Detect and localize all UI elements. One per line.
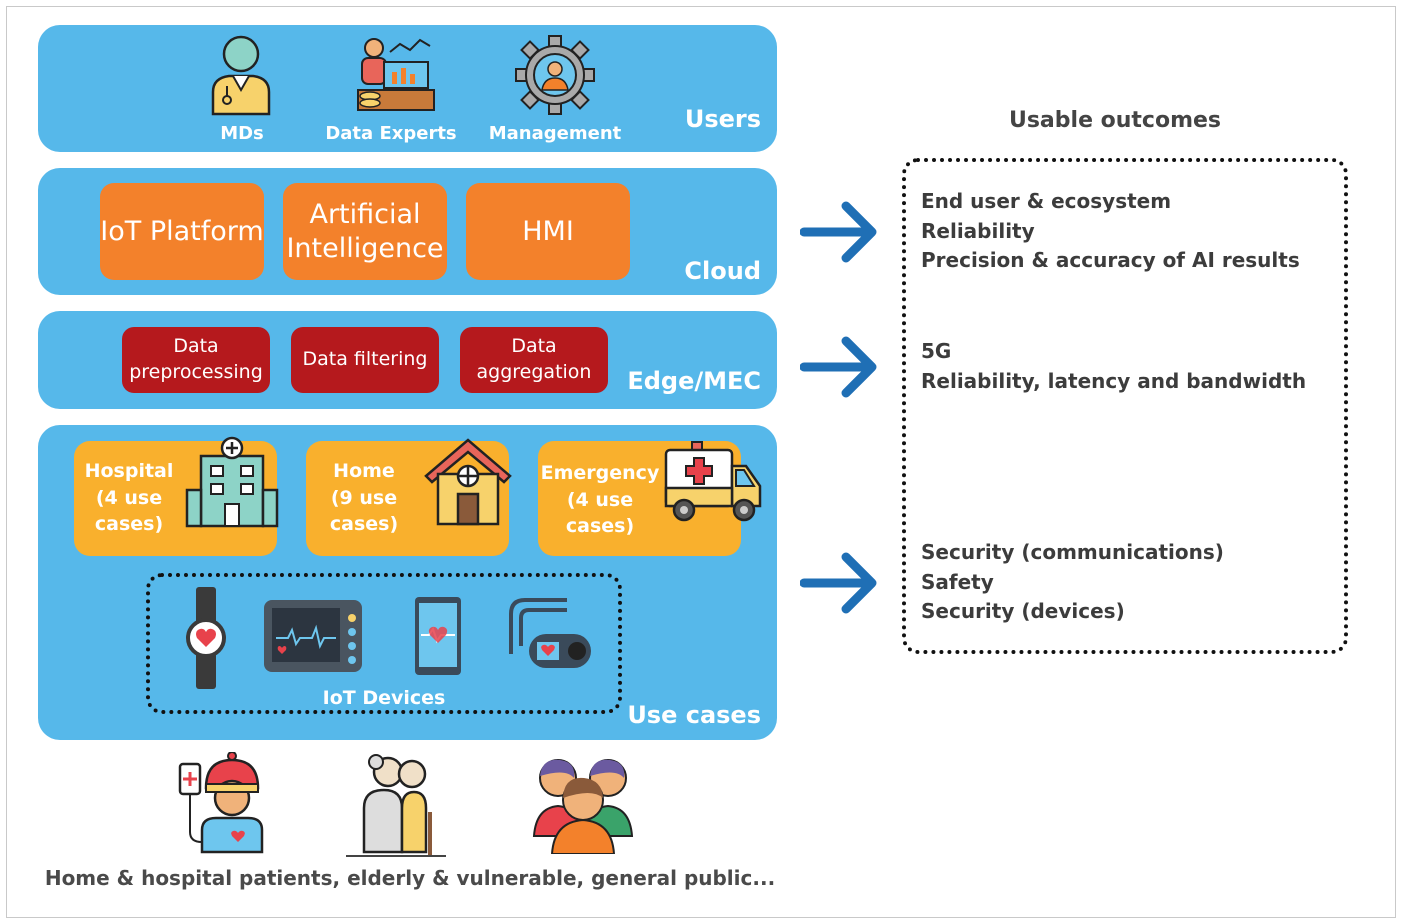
outcomes-box bbox=[902, 158, 1348, 654]
management-gear-icon bbox=[515, 35, 595, 115]
users-layer: Users bbox=[38, 25, 777, 152]
users-item-management: Management bbox=[488, 123, 622, 144]
emergency-usecase-label: Emergency (4 use cases) bbox=[540, 460, 660, 540]
outcome-item: Security (communications) bbox=[921, 540, 1224, 564]
cloud-layer-label: Cloud bbox=[684, 257, 761, 285]
group-people-icon bbox=[532, 759, 634, 854]
use-cases-layer-label: Use cases bbox=[627, 701, 761, 729]
outcome-item: Precision & accuracy of AI results bbox=[921, 248, 1300, 272]
ai-label-line2: Intelligence bbox=[286, 232, 444, 264]
aggregation-line2: aggregation bbox=[476, 361, 592, 383]
smartwatch-icon bbox=[186, 587, 226, 689]
preprocessing-line2: preprocessing bbox=[129, 361, 263, 383]
hospital-line2: (4 use bbox=[95, 486, 163, 509]
data-preprocessing-box: Data preprocessing bbox=[122, 327, 270, 393]
arrow-right-icon bbox=[800, 552, 877, 614]
iot-platform-label: IoT Platform bbox=[100, 215, 264, 247]
outcome-item: 5G bbox=[921, 339, 952, 363]
outcome-item: Reliability, latency and bandwidth bbox=[921, 368, 1307, 393]
home-line3: cases) bbox=[329, 513, 399, 536]
users-layer-label: Users bbox=[684, 105, 761, 133]
outcome-group-security: Security (communications) Safety Securit… bbox=[921, 538, 1224, 627]
child-patient-icon bbox=[178, 752, 264, 854]
elderly-couple-icon bbox=[346, 754, 446, 857]
emergency-line3: cases) bbox=[565, 515, 635, 538]
iot-devices-label: IoT Devices bbox=[322, 687, 446, 709]
arrow-right-icon bbox=[800, 201, 877, 263]
outcome-item: Safety bbox=[921, 569, 994, 594]
patient-monitor-icon bbox=[264, 600, 362, 672]
outcome-item: Reliability bbox=[921, 218, 1035, 243]
iot-devices-box bbox=[146, 573, 622, 714]
wearable-sensor-icon bbox=[509, 598, 591, 668]
preprocessing-line1: Data bbox=[173, 335, 219, 358]
home-line2: (9 use bbox=[330, 486, 398, 509]
filtering-label: Data filtering bbox=[302, 348, 428, 371]
hmi-box: HMI bbox=[466, 183, 630, 280]
data-filtering-box: Data filtering bbox=[291, 327, 439, 393]
users-item-data-experts: Data Experts bbox=[325, 123, 457, 144]
hospital-usecase-label: Hospital (4 use cases) bbox=[80, 458, 178, 538]
hospital-line3: cases) bbox=[94, 513, 164, 536]
data-expert-icon bbox=[357, 38, 435, 111]
hospital-line1: Hospital bbox=[84, 460, 174, 482]
hospital-building-icon bbox=[185, 436, 279, 528]
smartphone-icon bbox=[415, 597, 461, 675]
home-usecase-label: Home (9 use cases) bbox=[318, 458, 410, 538]
artificial-intelligence-box: Artificial Intelligence bbox=[283, 183, 447, 280]
hmi-label: HMI bbox=[522, 215, 574, 247]
outcome-group-ecosystem: End user & ecosystem Reliability Precisi… bbox=[921, 187, 1300, 276]
bottom-caption: Home & hospital patients, elderly & vuln… bbox=[44, 866, 776, 890]
emergency-line1: Emergency bbox=[540, 462, 660, 484]
outcomes-title: Usable outcomes bbox=[1008, 108, 1222, 133]
aggregation-line1: Data bbox=[511, 335, 557, 358]
iot-platform-box: IoT Platform bbox=[100, 183, 264, 280]
outcome-group-5g: 5G Reliability, latency and bandwidth bbox=[921, 337, 1306, 396]
data-aggregation-box: Data aggregation bbox=[460, 327, 608, 393]
figure-frame bbox=[6, 6, 1396, 918]
doctor-icon bbox=[211, 35, 271, 116]
outcome-item: End user & ecosystem bbox=[921, 189, 1172, 213]
outcome-item: Security (devices) bbox=[921, 599, 1125, 623]
ai-label-line1: Artificial bbox=[309, 198, 421, 230]
edge-layer-label: Edge/MEC bbox=[627, 367, 761, 395]
ambulance-icon bbox=[664, 441, 762, 522]
home-line1: Home bbox=[333, 460, 395, 482]
house-icon bbox=[424, 438, 512, 526]
emergency-line2: (4 use bbox=[566, 488, 634, 511]
users-item-mds: MDs bbox=[220, 123, 264, 144]
arrow-right-icon bbox=[800, 336, 877, 398]
